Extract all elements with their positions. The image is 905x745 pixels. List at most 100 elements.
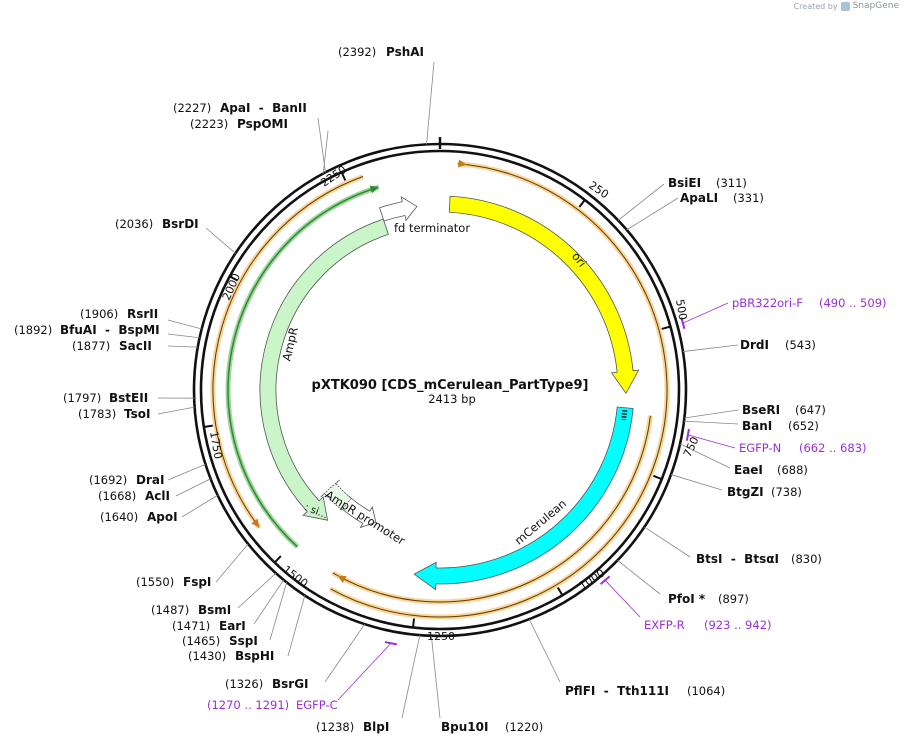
site-name-ApoI: ApoI <box>147 510 178 524</box>
primer-leader-EXFP-R <box>604 580 641 618</box>
site-name-BfuAI-BspMI: BfuAI - BspMI <box>60 323 160 337</box>
leader-DraI <box>167 463 206 481</box>
leader-BtsI <box>644 526 691 558</box>
site-name-BsrDI: BsrDI <box>162 217 199 231</box>
site-name-PspOMI: PspOMI <box>237 117 288 131</box>
primer-leader-EGFP-C <box>337 643 392 701</box>
ruler-tick-1500 <box>273 555 282 564</box>
primer-name-EGFP-N: EGFP-N <box>739 441 781 455</box>
leader-AclI <box>175 478 211 497</box>
site-pos-FspI: (1550) <box>136 575 174 589</box>
ruler-tick-2000 <box>229 275 239 282</box>
primer-range-EGFP-C: (1270 .. 1291) <box>207 698 289 712</box>
site-pos-Bpu10I: (1220) <box>505 720 543 734</box>
site-pos-SspI: (1465) <box>182 634 220 648</box>
tick-label-1250: 1250 <box>427 630 455 643</box>
site-name-BtsI-BtsaI: BtsI - BtsαI <box>696 552 779 566</box>
site-name-AclI: AclI <box>145 489 170 503</box>
site-pos-TsoI: (1783) <box>78 407 116 421</box>
ruler-tick-250 <box>578 199 586 208</box>
primer-labels: pBR322ori-F (490 .. 509) EGFP-N (662 .. … <box>207 296 887 712</box>
leader-TsoI <box>157 406 195 415</box>
primer-name-EGFP-C: EGFP-C <box>296 698 338 712</box>
primer-name-EXFP-R: EXFP-R <box>644 618 685 632</box>
site-pos-BtgZI: (738) <box>771 485 802 499</box>
ruler-tick-1000 <box>556 587 564 596</box>
leader-BlpI <box>401 635 421 719</box>
tick-label-250: 250 <box>586 179 611 202</box>
site-pos-RsrII: (1906) <box>80 307 118 321</box>
site-name-FspI: FspI <box>183 575 211 589</box>
orange-track-left-line <box>212 176 364 528</box>
leader-BsmI <box>237 572 277 609</box>
site-pos-SacII: (1877) <box>72 339 110 353</box>
feature-label-fd-terminator: fd terminator <box>394 221 470 235</box>
leader-RsrII <box>167 319 202 330</box>
feature-tracks <box>210 159 670 620</box>
site-pos-PshAI: (2392) <box>338 45 376 59</box>
site-name-BtgZI: BtgZI <box>727 485 764 499</box>
feature-arrow-AmpR <box>259 218 389 521</box>
site-pos-DraI: (1692) <box>89 473 127 487</box>
site-pos-BfuAI-BspMI: (1892) <box>14 323 52 337</box>
primer-mark-EGFP-C <box>384 641 398 646</box>
primer-range-EGFP-N: (662 .. 683) <box>799 441 867 455</box>
site-name-PfoI: PfoI * <box>668 592 706 606</box>
leader-BspHI <box>287 595 306 657</box>
orange-track-left-head <box>251 518 260 528</box>
plasmid-length: 2413 bp <box>428 392 476 406</box>
snapgene-credit: Created by SnapGene <box>794 1 899 11</box>
feature-arrow-fd-terminator <box>379 196 418 222</box>
feature-signal-peptide <box>320 479 352 511</box>
leader-PflFI <box>528 619 561 683</box>
ruler-tick-2250 <box>340 171 347 181</box>
leader-Bpu10I <box>430 635 441 719</box>
site-name-BsrGI: BsrGI <box>272 677 309 691</box>
site-pos-BsrDI: (2036) <box>115 217 153 231</box>
tick-label-500: 500 <box>673 298 689 321</box>
ruler-tick-1250 <box>411 618 415 628</box>
site-name-EaeI: EaeI <box>734 463 763 477</box>
feature-label-AmpR-promoter: AmpR promoter <box>323 487 408 547</box>
orange-track-inner-head <box>337 575 347 584</box>
plasmid-title: pXTK090 [CDS_mCerulean_PartType9] <box>312 378 589 393</box>
site-pos-BstEII: (1797) <box>63 391 101 405</box>
leader-PspOMI <box>322 130 329 174</box>
site-name-DrdI: DrdI <box>740 338 769 352</box>
leader-BanI <box>683 420 739 425</box>
site-pos-BspHI: (1430) <box>188 649 226 663</box>
feature-arrow-ori <box>448 195 640 395</box>
leader-ApaLI <box>626 197 679 231</box>
primer-mark-pBR322ori-F <box>680 317 686 330</box>
site-pos-BtsI-BtsaI: (830) <box>791 552 822 566</box>
site-name-SspI: SspI <box>229 634 258 648</box>
site-pos-EarI: (1471) <box>172 619 210 633</box>
ruler-tick-500 <box>661 325 671 330</box>
site-pos-PfoI: (897) <box>718 592 749 606</box>
feature-arrow-AmpR-promoter <box>338 495 377 529</box>
site-leaders <box>157 61 739 719</box>
site-pos-BsrGI: (1326) <box>225 677 263 691</box>
site-name-TsoI: TsoI <box>124 407 150 421</box>
ruler-tick-750 <box>653 474 663 481</box>
site-name-ApaLI: ApaLI <box>680 191 718 205</box>
site-name-ApaI-BanII: ApaI - BanII <box>220 101 307 115</box>
ruler-tick-1750 <box>203 424 213 429</box>
primer-leader-EGFP-N <box>687 434 736 449</box>
leader-PfoI <box>617 560 661 595</box>
credit-prefix: Created by <box>793 1 838 11</box>
green-track-head <box>369 185 379 194</box>
site-pos-ApaLI: (331) <box>733 191 764 205</box>
mCerulean-start-marker <box>621 409 628 421</box>
primer-mark-EGFP-N <box>685 428 690 441</box>
site-pos-PflFI-Tth111I: (1064) <box>687 684 725 698</box>
site-pos-PspOMI: (2223) <box>190 117 228 131</box>
snapgene-logo-icon <box>840 1 850 11</box>
leader-EaeI <box>679 443 731 469</box>
leader-ApoI <box>181 494 218 518</box>
site-name-Bpu10I: Bpu10I <box>441 720 488 734</box>
ruler-ticks <box>203 137 671 628</box>
site-name-BstEII: BstEII <box>109 391 148 405</box>
site-labels: (2392) PshAI (2227) ApaI - BanII (2223) … <box>14 45 826 734</box>
